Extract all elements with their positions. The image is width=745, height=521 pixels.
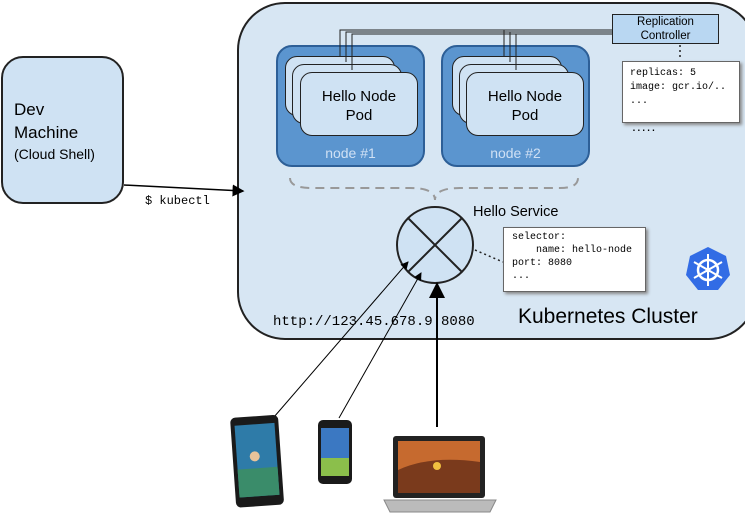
service-selector-brace (289, 177, 579, 201)
hello-node-pod (300, 72, 418, 136)
kubectl-label: $ kubectl (145, 194, 210, 208)
cluster-title: Kubernetes Cluster (518, 305, 698, 328)
node-label: node #2 (490, 145, 541, 161)
pod-label-line2: Pod (345, 107, 373, 124)
rc-label-line1: Replication (637, 16, 694, 28)
service-config-connector (474, 249, 504, 263)
external-ip-label: http://123.45.678.9:8080 (273, 314, 475, 330)
pod-label-line1: Hello Node (321, 88, 397, 105)
dev-machine (1, 56, 124, 204)
phone-arrow (338, 272, 422, 419)
rc-config-line: replicas: 5 (630, 68, 697, 79)
kubectl-arrow (123, 184, 245, 197)
service-config-line: selector: (512, 232, 567, 243)
dev-machine-label-line2: Machine (14, 123, 79, 142)
rc-connector-lines (339, 29, 612, 70)
service-config-note (503, 227, 646, 292)
dev-machine-label-line1: Dev (14, 100, 45, 119)
laptop-icon (383, 436, 497, 513)
service-config-line: ... (512, 271, 531, 282)
pod-label-line1: Hello Node (487, 88, 563, 105)
rc-config-line: ... (630, 96, 649, 107)
node-label: node #1 (325, 145, 376, 161)
rc-more-ellipsis: ..... (632, 118, 657, 134)
pod-label-line2: Pod (511, 107, 539, 124)
rc-label-line2: Controller (640, 30, 691, 42)
rc-config-line: image: gcr.io/.. (630, 82, 727, 93)
service-config-line: port: 8080 (512, 258, 573, 269)
service-label: Hello Service (473, 204, 559, 220)
service-config-line: name: hello-node (512, 245, 633, 256)
tablet-arrow (273, 261, 409, 418)
dev-machine-label-line3: (Cloud Shell) (14, 146, 95, 162)
kubernetes-logo-icon (686, 247, 730, 290)
rc-config-note (622, 61, 740, 123)
tablet-icon (230, 414, 284, 508)
hello-node-pod (466, 72, 584, 136)
load-balancer-icon (396, 206, 474, 284)
phone-icon (318, 420, 352, 484)
replication-controller (612, 14, 719, 44)
